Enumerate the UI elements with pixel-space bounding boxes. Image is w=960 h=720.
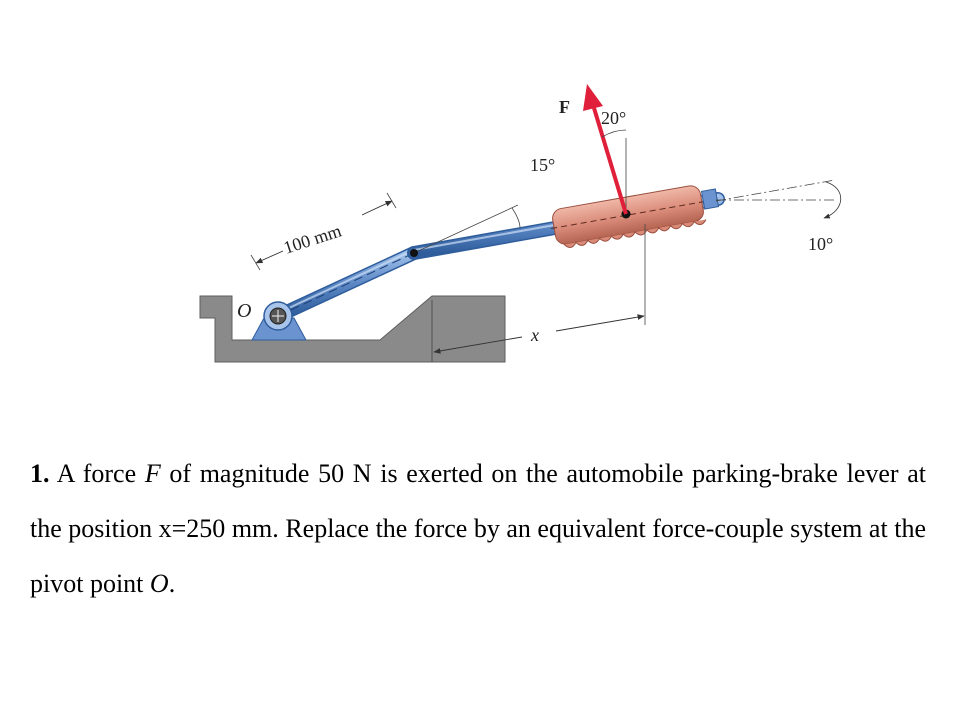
bend-extension-line: [413, 204, 519, 254]
force-arrow: [592, 107, 628, 215]
bend-point: [410, 249, 418, 257]
lever-angle-label: 15°: [530, 155, 555, 175]
force-label: F: [559, 97, 570, 117]
dimension-100mm-right: [361, 200, 393, 216]
force-symbol: F: [144, 459, 161, 488]
position-label: x: [530, 325, 539, 345]
problem-number: 1.: [30, 459, 50, 488]
problem-text-1: A force: [49, 459, 145, 488]
grip-angle-arc: [823, 181, 842, 219]
parking-brake-diagram: F 20° 15° 10° 100 mm O x: [199, 84, 842, 363]
floor-ground: [199, 295, 506, 363]
force-angle-arc: [601, 129, 627, 138]
problem-text-3: .: [168, 569, 176, 598]
grip-angle-label: 10°: [808, 234, 833, 254]
lever-end-cap: [700, 188, 720, 210]
dimension-x-right: [555, 314, 645, 332]
problem-text-2: of magnitude 50 N is exerted on the auto…: [30, 459, 927, 598]
pivot-label: O: [237, 300, 251, 322]
pivot-symbol: O: [149, 569, 169, 598]
force-angle-label: 20°: [601, 108, 626, 128]
dimension-x-left: [433, 336, 523, 354]
length-label: 100 mm: [281, 220, 344, 257]
dimension-100mm-left: [255, 250, 284, 264]
force-arrowhead: [583, 84, 603, 111]
lever-centerline: [715, 179, 836, 202]
problem-statement: 1. A force F of magnitude 50 N is exerte…: [30, 446, 926, 611]
lever-angle-arc: [511, 207, 521, 229]
